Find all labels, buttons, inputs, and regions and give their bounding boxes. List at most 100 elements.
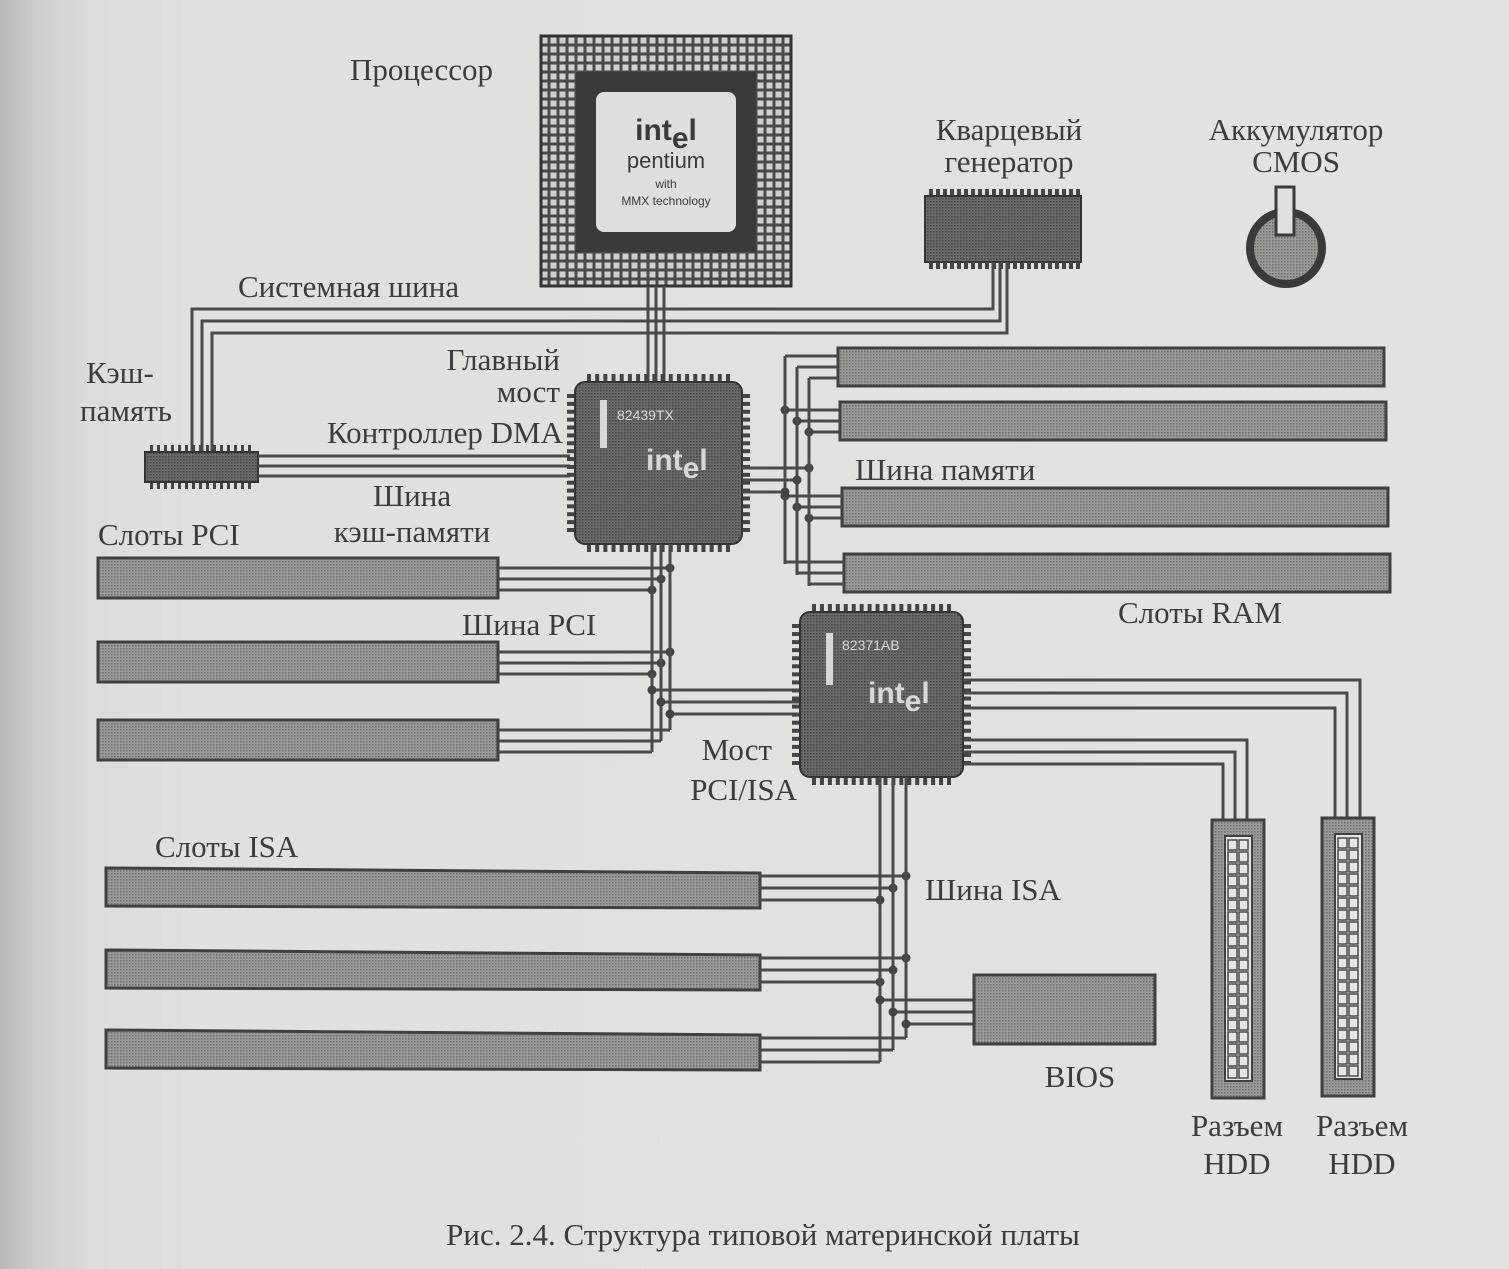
- pin: [587, 374, 591, 383]
- hdd-pin: [1348, 837, 1359, 849]
- isa-slots-label: Слоты ISA: [155, 829, 299, 864]
- pin: [192, 445, 195, 452]
- pin: [220, 445, 223, 452]
- pin: [150, 482, 153, 489]
- pin: [619, 543, 624, 552]
- pin: [248, 445, 251, 452]
- pin: [792, 736, 801, 741]
- hdd-pin: [1337, 897, 1348, 909]
- pin: [899, 776, 904, 785]
- hdd-pin: [1238, 947, 1249, 959]
- pin: [985, 189, 989, 196]
- junction-dot: [647, 685, 657, 695]
- pin: [950, 189, 954, 196]
- pin: [923, 776, 928, 785]
- pin: [567, 512, 576, 517]
- pin: [611, 374, 616, 383]
- hdd-pin: [1227, 971, 1238, 983]
- pin: [717, 543, 722, 552]
- pin: [962, 664, 971, 669]
- pin: [185, 445, 188, 452]
- southbridge-label-line1: Мост: [702, 732, 773, 767]
- pin: [1034, 189, 1038, 196]
- pin: [819, 776, 824, 785]
- pin: [567, 394, 576, 398]
- hdd-pin: [1238, 959, 1249, 971]
- pin: [567, 425, 576, 430]
- pin: [962, 720, 971, 725]
- pin: [883, 776, 888, 785]
- hdd-pin: [1348, 957, 1359, 969]
- pin: [685, 543, 690, 552]
- pin: [867, 604, 872, 613]
- pin: [907, 604, 912, 613]
- cmos-battery-icon: [1246, 185, 1326, 288]
- pin: [859, 604, 864, 613]
- system-bus-label: Системная шина: [238, 269, 459, 304]
- pin: [676, 374, 681, 383]
- pin: [171, 482, 174, 489]
- pin: [950, 262, 954, 269]
- pin: [717, 374, 722, 383]
- pin: [923, 604, 928, 613]
- hdd-pin: [1348, 873, 1359, 885]
- cpu-brand-e: e: [672, 122, 689, 155]
- memory-bus-label: Шина памяти: [855, 452, 1035, 487]
- pin: [185, 482, 188, 489]
- cpu-brand-l: l: [689, 114, 697, 147]
- hdd-pin: [1348, 1005, 1359, 1017]
- cache-memory-chip: [144, 445, 259, 489]
- junction-dot: [888, 1007, 898, 1017]
- pin: [693, 374, 698, 383]
- pin: [709, 543, 714, 552]
- isa-bus-label: Шина ISA: [925, 872, 1062, 907]
- pin: [962, 752, 971, 757]
- hdd-pin: [1238, 875, 1249, 887]
- pin: [567, 457, 576, 462]
- pci-bus-label: Шина PCI: [462, 607, 596, 642]
- pin: [652, 374, 657, 383]
- hdd-pin: [1238, 935, 1249, 947]
- pin: [999, 189, 1003, 196]
- pin: [164, 445, 167, 452]
- pin: [206, 482, 209, 489]
- svg-text:intel: intel: [646, 444, 708, 485]
- pin: [792, 688, 801, 693]
- hdd-pin: [1337, 933, 1348, 945]
- pin: [962, 728, 971, 733]
- hdd-pin: [1238, 839, 1249, 851]
- hdd-pin: [1238, 887, 1249, 899]
- pin: [957, 189, 961, 196]
- pin: [792, 624, 801, 628]
- hdd-pin: [1238, 971, 1249, 983]
- pin: [234, 445, 237, 452]
- junction-dot: [901, 1019, 911, 1029]
- hdd-pin: [1337, 909, 1348, 921]
- hdd-pin: [1227, 899, 1238, 911]
- pin: [1013, 189, 1017, 196]
- pin: [741, 433, 750, 438]
- pin: [812, 776, 816, 785]
- nb-brand-e: e: [683, 452, 700, 485]
- hdd-pin: [1238, 911, 1249, 923]
- hdd-pin: [1227, 1055, 1238, 1067]
- pin: [875, 604, 880, 613]
- cache-label-line2: память: [80, 393, 172, 428]
- pin: [1048, 262, 1052, 269]
- pin: [992, 189, 996, 196]
- pin: [627, 374, 632, 383]
- pin: [1027, 262, 1031, 269]
- pin: [213, 445, 216, 452]
- pin: [567, 480, 576, 485]
- hdd-pin: [1238, 1031, 1249, 1043]
- pin: [741, 472, 750, 477]
- hdd-pin: [1227, 1067, 1238, 1079]
- pci-slots-label: Слоты PCI: [98, 517, 240, 552]
- pin: [741, 496, 750, 501]
- pin: [962, 648, 971, 653]
- battery-label-line2: CMOS: [1252, 144, 1340, 179]
- hdd2-label-line2: HDD: [1328, 1146, 1395, 1181]
- hdd-pin: [1337, 993, 1348, 1005]
- hdd-pin: [1227, 875, 1238, 887]
- pin: [939, 604, 944, 613]
